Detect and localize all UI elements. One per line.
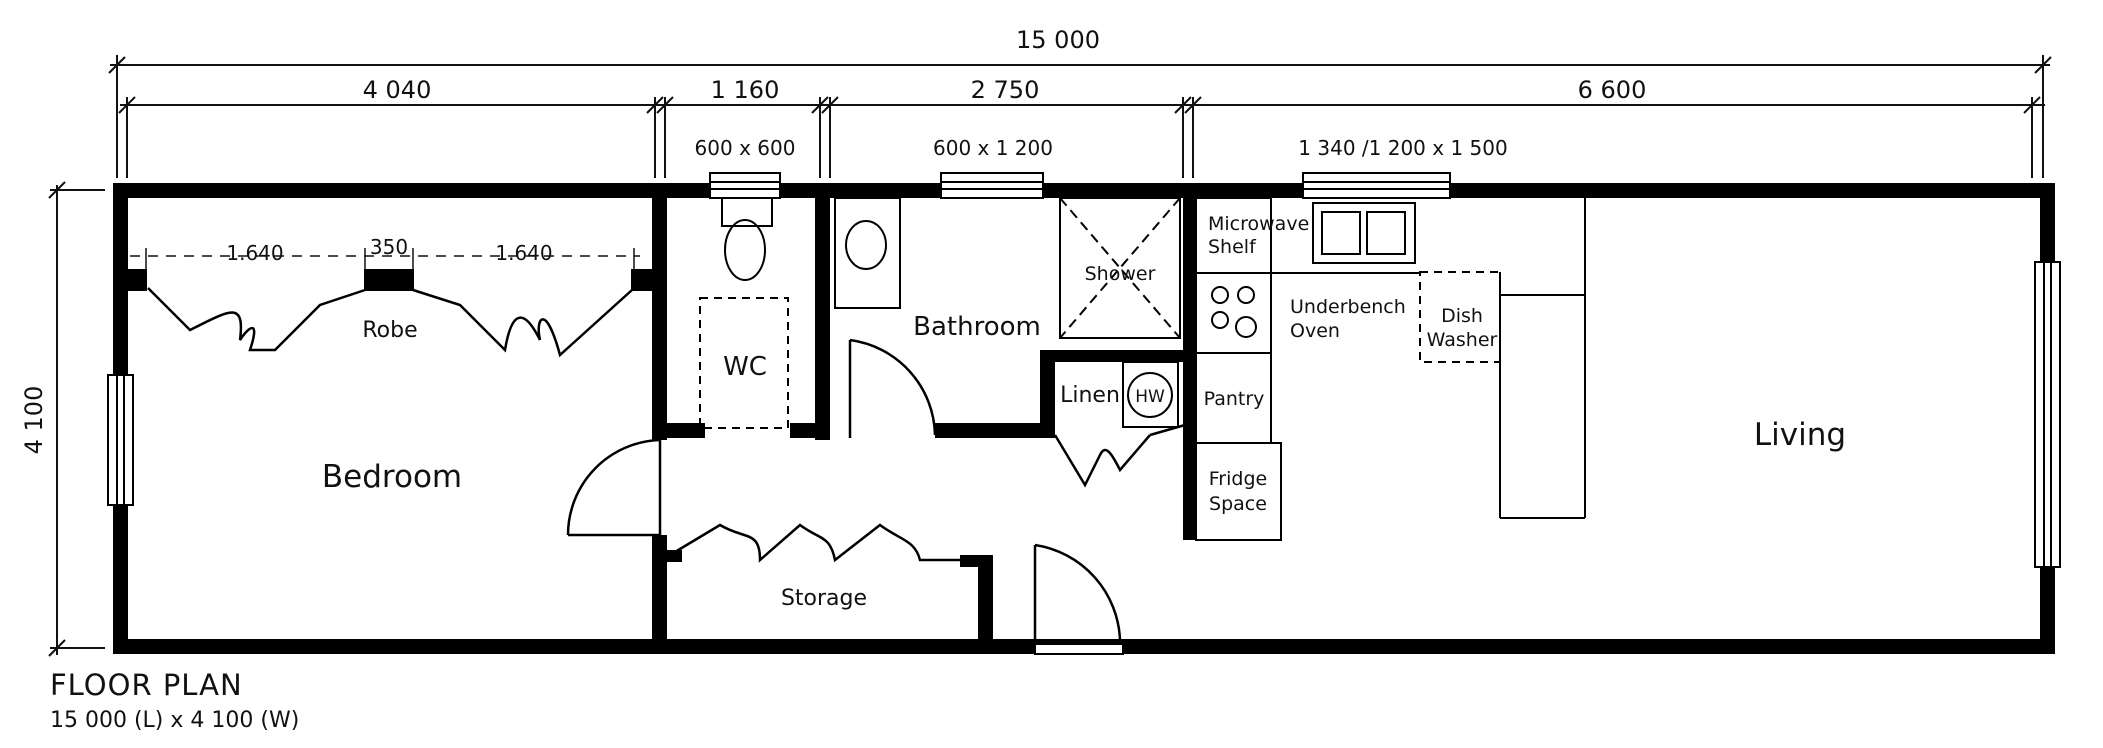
hot-water-unit [1127, 372, 1173, 418]
segment-label-bathroom: 2 750 [971, 76, 1040, 104]
segment-label-wc: 1 160 [711, 76, 780, 104]
robe-door-left [147, 287, 366, 352]
segment-label-bedroom: 4 040 [363, 76, 432, 104]
window-wc [709, 172, 781, 199]
room-labels: Bedroom Robe WC Bathroom Shower Linen HW… [322, 213, 1846, 611]
entry-threshold [1034, 643, 1124, 655]
microwave-label-line1: Microwave [1208, 213, 1309, 235]
robe-dim-middle: 350 [370, 235, 408, 259]
linen-doors [1053, 434, 1151, 488]
room-label-bathroom: Bathroom [913, 312, 1041, 342]
bedroom-door-swing [566, 438, 661, 536]
plan-title: FLOOR PLAN [50, 668, 243, 702]
toilet-bowl [724, 219, 766, 281]
dimension-lines [48, 55, 2052, 657]
room-label-living: Living [1754, 417, 1846, 453]
oven-label-line2: Oven [1290, 320, 1340, 342]
microwave-label-line2: Shelf [1208, 236, 1257, 258]
fridge-label-line1: Fridge [1209, 468, 1267, 490]
hot-water-label: HW [1135, 387, 1165, 407]
windows [107, 172, 2061, 655]
toilet-cistern [721, 197, 773, 227]
window-kitchen [1302, 172, 1451, 199]
room-label-bedroom: Bedroom [322, 459, 462, 495]
dimension-labels: 15 000 4 040 1 160 2 750 6 600 4 100 600… [20, 26, 1646, 454]
window-label-kitchen: 1 340 /1 200 x 1 500 [1298, 136, 1507, 160]
dishwasher [1419, 271, 1501, 363]
window-bedroom [107, 374, 134, 506]
overall-length-label: 15 000 [1016, 26, 1100, 54]
room-label-linen: Linen [1060, 383, 1120, 408]
segment-label-living: 6 600 [1578, 76, 1647, 104]
cooktop [1195, 272, 1272, 354]
robe-door-right [412, 288, 633, 358]
window-label-bathroom: 600 x 1 200 [933, 136, 1053, 160]
hot-water-cupboard [1122, 361, 1179, 428]
window-label-wc: 600 x 600 [695, 136, 796, 160]
dishwasher-label-line1: Dish [1441, 305, 1483, 327]
overall-width-label: 4 100 [20, 386, 48, 455]
window-living [2034, 261, 2061, 568]
basin-bench [834, 197, 901, 309]
room-label-robe: Robe [362, 318, 417, 343]
fixtures [127, 197, 1586, 541]
robe-dim-left: 1.640 [226, 241, 283, 265]
fridge-space [1195, 442, 1282, 541]
kitchen-sink [1312, 202, 1416, 264]
robe-dim-right: 1.640 [495, 241, 552, 265]
oven-label-line1: Underbench [1290, 296, 1406, 318]
storage-doors [669, 523, 960, 563]
wc-clearance [699, 297, 789, 429]
shower-tray [1059, 197, 1181, 339]
room-label-storage: Storage [781, 586, 867, 611]
dishwasher-label-line2: Washer [1427, 329, 1498, 351]
room-label-wc: WC [723, 352, 767, 382]
room-label-shower: Shower [1085, 263, 1156, 285]
entry-door-swing [1034, 543, 1122, 641]
basin [845, 220, 887, 270]
plan-subtitle: 15 000 (L) x 4 100 (W) [50, 708, 299, 733]
fridge-label-line2: Space [1209, 493, 1267, 515]
doors [147, 287, 1186, 645]
bathroom-door-swing [849, 338, 937, 436]
window-bathroom [940, 172, 1044, 199]
pantry-label: Pantry [1204, 388, 1265, 410]
